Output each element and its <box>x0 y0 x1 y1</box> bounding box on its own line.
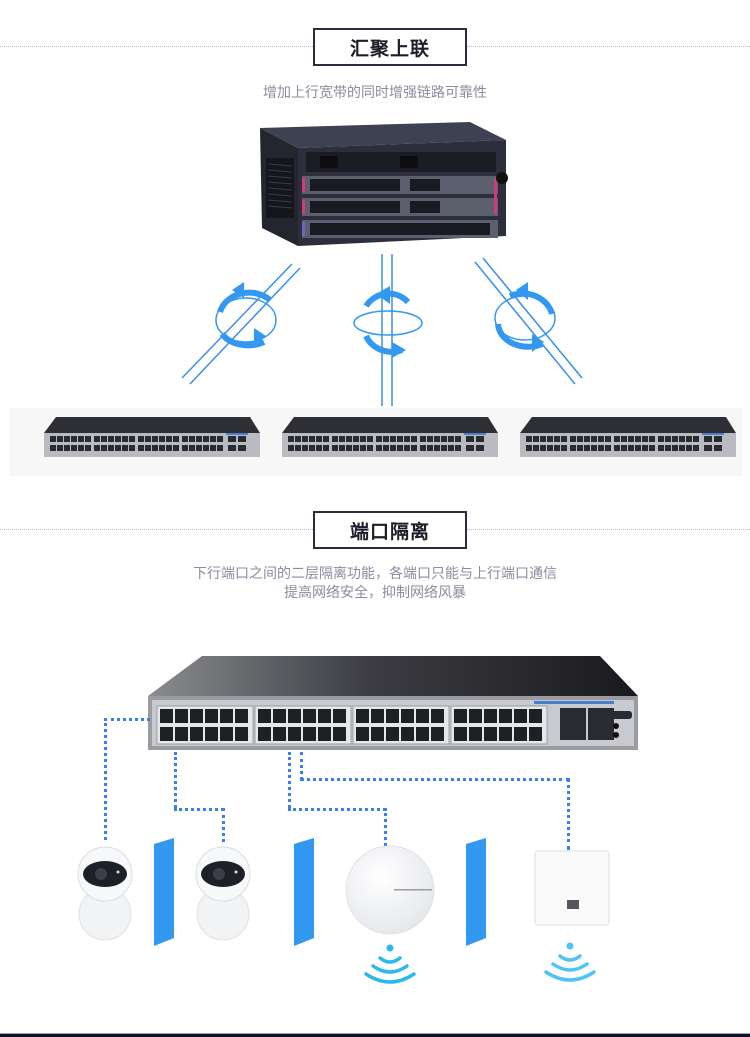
access-switch-3 <box>520 417 736 457</box>
isolation-wall-2 <box>294 838 314 946</box>
header-divider-right <box>467 46 750 47</box>
ip-camera-1 <box>77 846 133 941</box>
rotate-icon-right <box>494 282 556 352</box>
section-subtitle-uplink: 增加上行宽带的同时增强链路可靠性 <box>263 85 487 101</box>
link-to-ceiling-ap-h <box>288 808 386 811</box>
link-to-camera-2-v1 <box>174 752 177 808</box>
rotate-icon-left <box>215 282 277 349</box>
link-to-camera-1-h <box>104 718 150 721</box>
header-divider-right <box>467 529 750 530</box>
ceiling-ap <box>345 845 435 935</box>
link-to-ceiling-ap-v1 <box>288 752 291 808</box>
wall-plate-ap <box>534 850 610 926</box>
header-divider-left <box>0 529 313 530</box>
isolation-wall-3 <box>466 838 486 946</box>
link-to-ceiling-ap-v2 <box>384 808 387 846</box>
bottom-border <box>0 1033 750 1037</box>
ip-camera-2 <box>195 846 251 941</box>
wifi-icon-ceiling-ap <box>364 944 416 984</box>
section-subtitle-isolation-line2: 提高网络安全，抑制网络风暴 <box>284 585 466 601</box>
link-to-wall-ap-v2 <box>567 778 570 850</box>
link-to-wall-ap-h <box>300 778 570 781</box>
access-switch-2 <box>282 417 498 457</box>
section-title-uplink: 汇聚上联 <box>313 28 467 66</box>
section-title-isolation: 端口隔离 <box>313 511 467 549</box>
link-left-a <box>181 263 293 379</box>
chassis-switch <box>260 122 508 246</box>
section-subtitle-isolation-line1: 下行端口之间的二层隔离功能，各端口只能与上行端口通信 <box>193 566 557 582</box>
isolation-wall-1 <box>154 838 174 946</box>
uplink-links <box>181 254 583 406</box>
link-to-camera-2-h <box>174 808 224 811</box>
link-right-b <box>482 257 583 379</box>
link-to-camera-1-v <box>104 718 107 840</box>
link-left-b <box>189 267 301 385</box>
link-right-a <box>474 261 576 385</box>
main-switch <box>148 656 638 750</box>
wifi-icon-wall-ap <box>544 942 596 982</box>
access-switch-1 <box>44 417 260 457</box>
link-to-camera-2-v2 <box>222 808 225 842</box>
link-to-wall-ap-v1 <box>300 752 303 780</box>
header-divider-left <box>0 46 313 47</box>
rotate-icon-mid <box>353 286 423 358</box>
